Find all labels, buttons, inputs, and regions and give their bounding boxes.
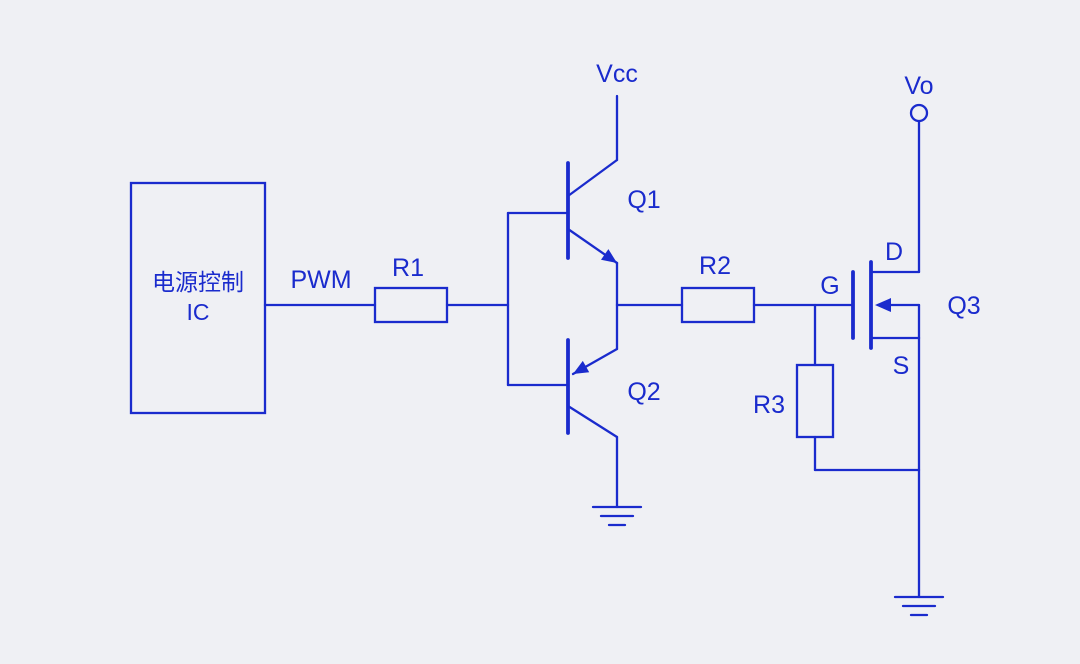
- transistor-q1: Vcc Q1: [566, 60, 661, 307]
- r3-label: R3: [753, 391, 785, 419]
- resistor-r2: [680, 286, 756, 324]
- vo-terminal-icon: [909, 103, 929, 123]
- ground-symbol-source: [893, 595, 945, 617]
- ic-block: 电源控制 IC: [129, 181, 267, 415]
- mosfet-q3: Vo D S Q3: [851, 72, 981, 599]
- gate-drive-stage: R2 G: [615, 252, 855, 324]
- pulldown-stage: R3: [753, 303, 921, 472]
- resistor-r3: [795, 363, 835, 439]
- q3-body-arrow-icon: [875, 298, 891, 312]
- resistor-r1: [373, 286, 449, 324]
- vcc-label: Vcc: [596, 60, 638, 88]
- drain-label: D: [885, 238, 903, 266]
- q1-emitter-arrow-icon: [601, 249, 617, 263]
- r1-label: R1: [392, 254, 424, 282]
- ground-symbol-q2: [591, 505, 643, 527]
- source-label: S: [893, 352, 910, 380]
- q2-emitter-arrow-icon: [573, 360, 590, 374]
- q2-label: Q2: [627, 378, 660, 406]
- q1-collector-diagonal: [566, 158, 619, 198]
- pwm-label: PWM: [290, 266, 351, 294]
- pwm-stage: PWM R1: [263, 211, 568, 387]
- ic-box: [129, 181, 267, 415]
- ic-label-line1: 电源控制: [152, 269, 244, 295]
- transistor-q2: Q2: [566, 303, 661, 509]
- gate-label: G: [820, 272, 839, 300]
- q1-label: Q1: [627, 186, 660, 214]
- q3-label: Q3: [947, 292, 980, 320]
- q2-collector-diagonal: [566, 404, 619, 439]
- r2-label: R2: [699, 252, 731, 280]
- vo-label: Vo: [904, 72, 933, 100]
- ic-label-line2: IC: [187, 299, 210, 325]
